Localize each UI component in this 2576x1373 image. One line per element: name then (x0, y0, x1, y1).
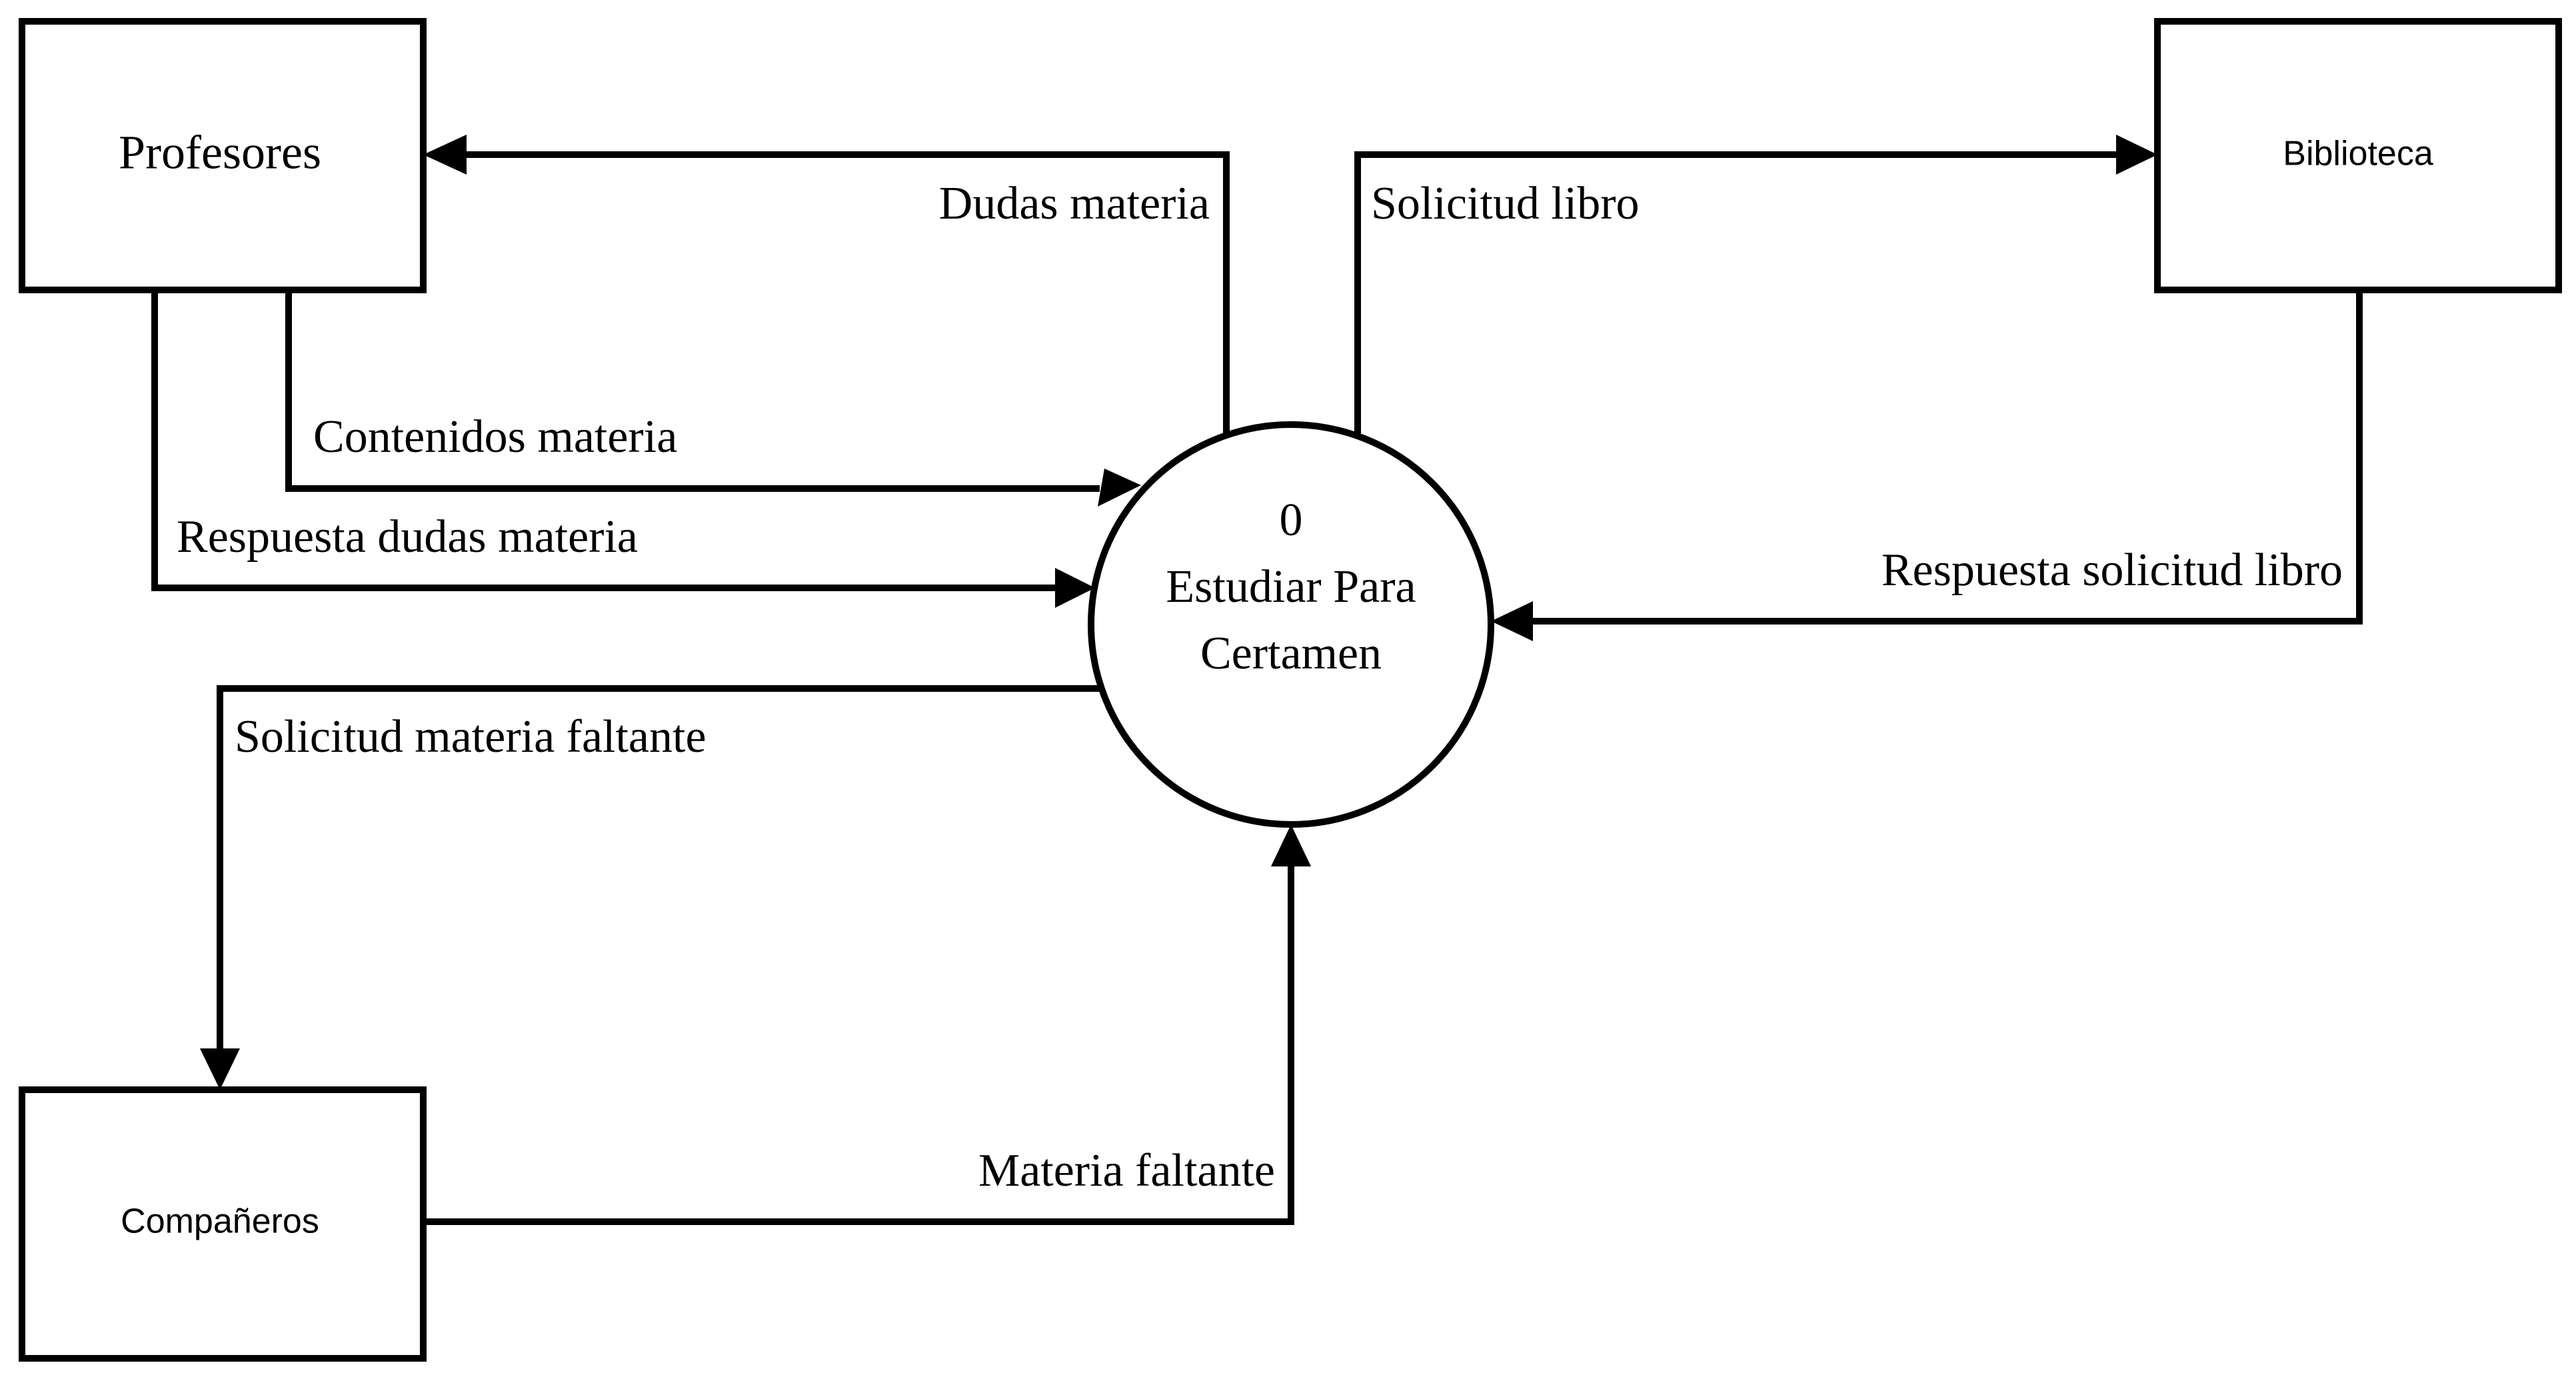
process-estudiar-para-certamen: 0 Estudiar Para Certamen (1088, 421, 1494, 828)
entity-companeros-label: Compañeros (121, 1202, 319, 1241)
flow-respuesta-dudas-materia (151, 290, 1095, 608)
label-materia-faltante: Materia faltante (978, 1145, 1275, 1196)
arrowhead (1491, 601, 1533, 641)
flow-dudas-materia (423, 135, 1230, 433)
label-solicitud-materia-faltante: Solicitud materia faltante (235, 711, 706, 762)
entity-biblioteca: Biblioteca (2154, 18, 2562, 293)
flow-materia-faltante (423, 824, 1311, 1225)
arrowhead (200, 1048, 240, 1090)
arrowhead (2116, 135, 2157, 175)
label-dudas-materia: Dudas materia (939, 178, 1210, 229)
arrowhead (1271, 824, 1311, 866)
arrowhead (1098, 469, 1141, 507)
process-name-line-2: Certamen (1200, 628, 1382, 679)
label-solicitud-libro: Solicitud libro (1371, 178, 1640, 229)
process-name-line-1: Estudiar Para (1166, 561, 1416, 613)
flow-contenidos-materia (285, 290, 1141, 507)
flow-respuesta-solicitud-libro (1491, 290, 2363, 641)
process-number: 0 (1280, 495, 1303, 546)
arrowhead (423, 135, 467, 175)
arrowhead (1055, 568, 1095, 608)
label-respuesta-solicitud-libro: Respuesta solicitud libro (1882, 545, 2343, 596)
flow-solicitud-materia-faltante (200, 685, 1100, 1090)
label-contenidos-materia: Contenidos materia (313, 411, 677, 463)
entity-biblioteca-label: Biblioteca (2283, 135, 2433, 173)
entity-profesores-label: Profesores (119, 126, 321, 179)
flow-solicitud-libro (1354, 135, 2157, 433)
label-respuesta-dudas-materia: Respuesta dudas materia (177, 511, 638, 563)
entity-companeros: Compañeros (19, 1086, 427, 1362)
entity-profesores: Profesores (19, 18, 427, 293)
